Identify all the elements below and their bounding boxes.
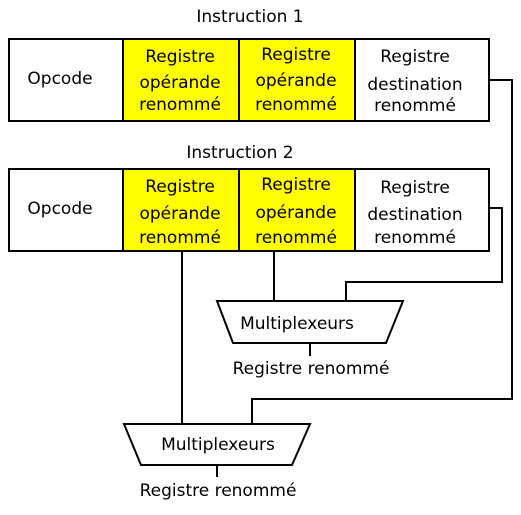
multiplexer-2-label: Multiplexeurs — [161, 435, 275, 455]
instruction-2-operand-2-line-1: Registre — [261, 175, 331, 195]
instruction-2-destination-line-1: Registre — [380, 178, 450, 198]
wire-instr1-dest-to-mux1 — [345, 207, 503, 301]
instruction-2-destination-line-2: destination — [367, 205, 462, 225]
instruction-1-opcode: Opcode — [27, 69, 92, 89]
instruction-2-destination-cell — [354, 168, 490, 252]
instruction-1-operand-1-line-2: opérande — [139, 73, 220, 93]
multiplexer-1-shape — [215, 300, 405, 344]
instruction-2-operand-2-line-3: renommé — [255, 228, 337, 248]
instruction-1-destination-line-2: destination — [367, 75, 462, 95]
instruction-2-operand-1-line-2: opérande — [139, 204, 220, 224]
instruction-1-destination-line-1: Registre — [380, 47, 450, 67]
instruction-1-operand-2-line-1: Registre — [261, 45, 331, 65]
instruction-1-title: Instruction 1 — [196, 7, 303, 27]
instruction-1-operand-2-line-2: opérande — [255, 71, 336, 91]
multiplexer-2-shape — [122, 423, 312, 466]
instruction-1-operand-2-line-3: renommé — [255, 95, 337, 115]
instruction-1-destination-line-3: renommé — [374, 96, 456, 116]
instruction-1-operand-1-cell — [122, 38, 240, 122]
instruction-2-operand-2-line-2: opérande — [255, 203, 336, 223]
wire-instr1-dest-to-mux2 — [251, 79, 513, 424]
instruction-2-operand-2-cell — [238, 168, 356, 252]
instruction-2-title: Instruction 2 — [186, 143, 293, 163]
multiplexer-1-label: Multiplexeurs — [240, 314, 354, 334]
instruction-1-operand-1-line-1: Registre — [145, 47, 215, 67]
instruction-2-destination-line-3: renommé — [374, 228, 456, 248]
instruction-2-opcode: Opcode — [27, 199, 92, 219]
multiplexer-1-output-label: Registre renommé — [233, 359, 390, 379]
instruction-1-operand-2-cell — [238, 38, 356, 122]
instruction-1-operand-1-line-3: renommé — [139, 95, 221, 115]
instruction-2-operand-1-line-3: renommé — [139, 228, 221, 248]
instruction-2-operand-1-line-1: Registre — [145, 177, 215, 197]
multiplexer-2-output-label: Registre renommé — [140, 481, 297, 501]
